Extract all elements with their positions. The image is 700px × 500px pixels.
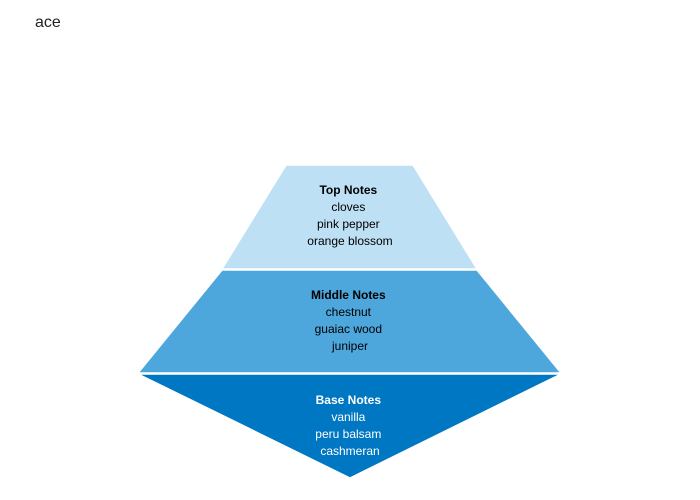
tier-base-note: cashmeran <box>320 444 379 458</box>
tier-base-note: vanilla <box>331 410 365 424</box>
tier-top: Top Notes cloves pink pepper orange blos… <box>220 164 479 270</box>
tier-top-note: orange blossom <box>307 234 392 248</box>
tier-middle-note: chestnut <box>326 305 372 319</box>
diagram-title: ace <box>35 14 61 31</box>
tier-base-note: peru balsam <box>315 427 381 441</box>
tier-middle-text: Middle Notes chestnut guaiac wood junipe… <box>311 288 389 353</box>
tier-middle-heading: Middle Notes <box>311 288 386 302</box>
tier-base-shape <box>137 373 562 479</box>
tier-top-shape <box>220 164 479 270</box>
tier-top-heading: Top Notes <box>319 183 377 197</box>
tier-base: Base Notes vanilla peru balsam cashmeran <box>137 373 562 479</box>
tier-middle: Middle Notes chestnut guaiac wood junipe… <box>136 269 563 374</box>
tier-top-note: cloves <box>331 200 365 214</box>
tier-base-heading: Base Notes <box>316 393 382 407</box>
tier-base-text: Base Notes vanilla peru balsam cashmeran <box>315 393 384 458</box>
tier-middle-note: guaiac wood <box>315 322 382 336</box>
tier-middle-shape <box>136 269 563 374</box>
tier-middle-note: juniper <box>331 339 368 353</box>
tier-top-note: pink pepper <box>317 217 380 231</box>
tier-top-text: Top Notes cloves pink pepper orange blos… <box>307 183 392 248</box>
